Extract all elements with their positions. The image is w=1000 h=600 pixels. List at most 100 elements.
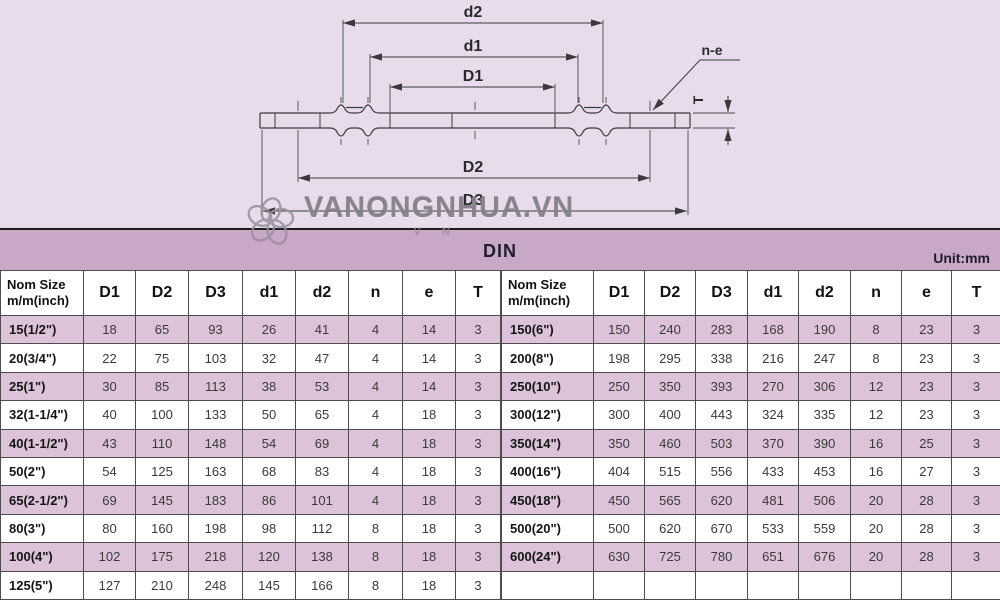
dimension-value: 3: [951, 485, 1000, 515]
col-header-d1: d1: [747, 270, 799, 316]
dimension-value: 306: [798, 371, 851, 402]
dimension-value: 4: [348, 428, 403, 458]
dimension-value: 98: [242, 513, 296, 544]
col-header-D3: D3: [188, 270, 243, 316]
row-size-label: 600(24"): [501, 542, 594, 572]
dimension-value: 670: [695, 513, 748, 544]
unit-label: Unit:mm: [933, 250, 990, 266]
dim-label-d2: d2: [464, 4, 483, 21]
dimension-value: 620: [644, 513, 696, 544]
col-header-D3: D3: [695, 270, 748, 316]
dimension-value: 3: [455, 314, 501, 345]
dimension-value: 38: [242, 371, 296, 402]
dim-label-d1: d1: [464, 38, 483, 55]
row-size-label: 100(4"): [0, 542, 84, 572]
dimension-value: 481: [747, 485, 799, 515]
dimension-value: 335: [798, 400, 851, 430]
nom-size-header: Nom Size m/m(inch): [501, 270, 594, 316]
dimension-value: 533: [747, 513, 799, 544]
dimension-value: 565: [644, 485, 696, 515]
row-size-label: 200(8"): [501, 343, 594, 373]
table-row: [501, 570, 1000, 600]
col-header-D1: D1: [83, 270, 136, 316]
dimension-value: 12: [850, 371, 902, 402]
dimension-value: 23: [901, 343, 952, 373]
dimension-value: 69: [83, 485, 136, 515]
dimension-value: 18: [402, 428, 456, 458]
dimension-value: 18: [402, 542, 456, 572]
nom-size-header: Nom Size m/m(inch): [0, 270, 84, 316]
row-size-label: 40(1-1/2"): [0, 428, 84, 458]
dimension-value: 93: [188, 314, 243, 345]
dimension-value: 3: [951, 371, 1000, 402]
dimension-value: 18: [402, 485, 456, 515]
gasket-body-outline: [259, 104, 691, 137]
dimension-value: 101: [295, 485, 349, 515]
centerline-ticks: [297, 97, 651, 145]
dimension-value: [798, 570, 851, 600]
dimension-value: 620: [695, 485, 748, 515]
dimension-value: 12: [850, 400, 902, 430]
dimension-value: 28: [901, 542, 952, 572]
bolt-hole-leader-line: [652, 59, 740, 111]
dimension-value: 166: [295, 570, 349, 600]
dimension-value: 3: [455, 343, 501, 373]
dimension-value: 102: [83, 542, 136, 572]
dimension-value: 18: [402, 570, 456, 600]
row-size-label: 500(20"): [501, 513, 594, 544]
dimension-value: 651: [747, 542, 799, 572]
dimension-value: 4: [348, 485, 403, 515]
dimension-value: [593, 570, 645, 600]
dimension-value: 210: [135, 570, 189, 600]
dimension-value: 23: [901, 371, 952, 402]
dimension-value: 630: [593, 542, 645, 572]
row-size-label: 450(18"): [501, 485, 594, 515]
header-row: Nom Size m/m(inch) D1 D2 D3 d1 d2 n e T: [501, 270, 1000, 316]
dimension-value: 8: [850, 314, 902, 345]
dimension-value: 168: [747, 314, 799, 345]
dimension-value: 28: [901, 485, 952, 515]
dimension-value: 3: [951, 542, 1000, 572]
dimension-value: 113: [188, 371, 243, 402]
gasket-segment-lines: [274, 113, 676, 128]
row-size-label: 50(2"): [0, 456, 84, 487]
dimension-value: 65: [295, 400, 349, 430]
dimension-value: 3: [951, 400, 1000, 430]
dimension-value: 780: [695, 542, 748, 572]
dimension-value: 25: [901, 428, 952, 458]
dimension-value: 8: [850, 343, 902, 373]
dimension-value: 103: [188, 343, 243, 373]
dimension-value: [644, 570, 696, 600]
col-header-D2: D2: [135, 270, 189, 316]
dimension-value: 350: [644, 371, 696, 402]
dimension-value: 3: [455, 428, 501, 458]
dimension-value: 54: [242, 428, 296, 458]
dimension-value: 3: [455, 485, 501, 515]
dimension-value: 324: [747, 400, 799, 430]
dimension-value: 85: [135, 371, 189, 402]
row-size-label: 400(16"): [501, 456, 594, 487]
row-size-label: 150(6"): [501, 314, 594, 345]
dimension-value: 26: [242, 314, 296, 345]
nom-size-header-line2: m/m(inch): [7, 293, 70, 308]
dimension-value: [850, 570, 902, 600]
dimension-value: 3: [455, 542, 501, 572]
dimension-value: 75: [135, 343, 189, 373]
dimension-value: 163: [188, 456, 243, 487]
dimension-value: [747, 570, 799, 600]
dimension-value: 3: [951, 314, 1000, 345]
dimension-value: 556: [695, 456, 748, 487]
dimension-value: 183: [188, 485, 243, 515]
dimension-value: 198: [188, 513, 243, 544]
dimension-value: [901, 570, 952, 600]
dimension-value: 69: [295, 428, 349, 458]
dimension-value: 125: [135, 456, 189, 487]
